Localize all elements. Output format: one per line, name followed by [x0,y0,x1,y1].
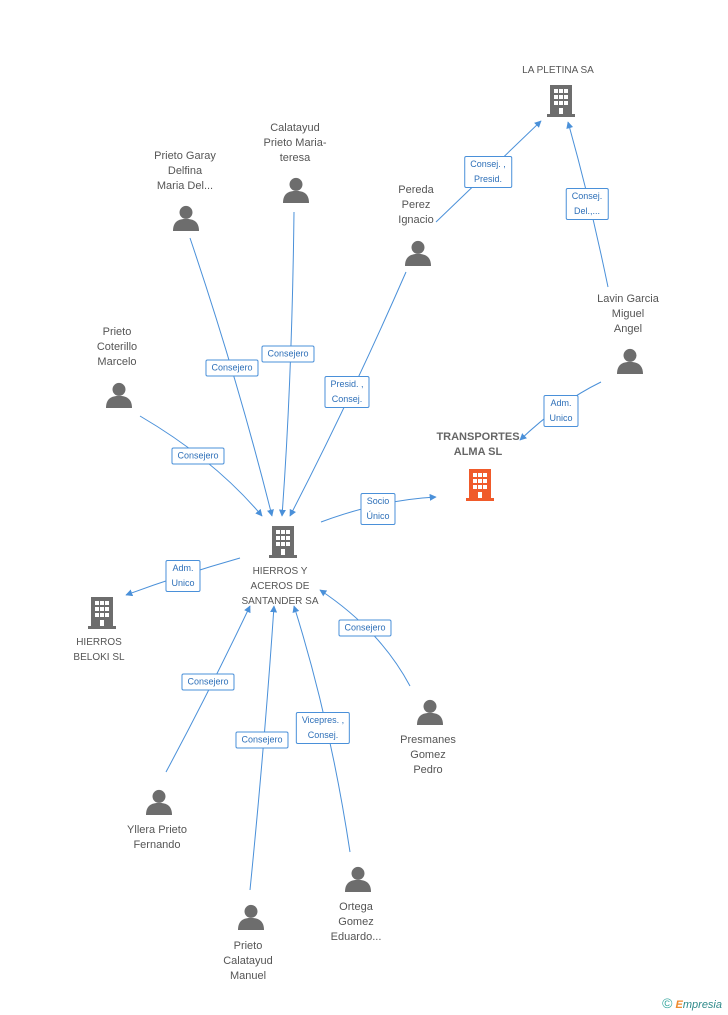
node-label-pereda_perez[interactable]: Pereda Perez Ignacio [398,184,434,226]
edge-label-prieto_garay-to-hierros_aceros[interactable]: Consejero [205,359,259,377]
edge-label-calatayud_prieto-to-hierros_aceros[interactable]: Consejero [261,345,315,363]
node-label-calatayud_prieto[interactable]: Calatayud Prieto Maria- teresa [263,122,327,164]
edge-label-hierros_aceros-to-hierros_beloki[interactable]: Adm. Unico [165,560,201,592]
node-label-prieto_garay[interactable]: Prieto Garay Delfina Maria Del... [154,150,216,192]
presmanes-person-icon[interactable] [417,699,443,725]
node-label-la_pletina[interactable]: LA PLETINA SA [522,65,594,76]
edge-calatayud_prieto-to-hierros_aceros [278,211,295,517]
brand-initial: E [675,999,683,1011]
lavin_garcia-person-icon[interactable] [617,348,643,374]
edge-prieto_garay-to-hierros_aceros [189,237,274,517]
edge-label-prieto_coterillo-to-hierros_aceros[interactable]: Consejero [171,447,225,465]
node-label-ortega[interactable]: Ortega Gomez Eduardo... [330,901,382,943]
edge-label-lavin_garcia-to-la_pletina[interactable]: Consej. Del.,... [565,188,609,220]
copyright-icon: © [662,995,673,1011]
edge-label-prieto_calatayud-to-hierros_aceros[interactable]: Consejero [235,731,289,749]
node-label-prieto_calatayud[interactable]: Prieto Calatayud Manuel [223,940,273,982]
edge-prieto_coterillo-to-hierros_aceros [139,415,263,517]
prieto_calatayud-person-icon[interactable] [238,904,264,930]
edge-label-ortega-to-hierros_aceros[interactable]: Vicepres. , Consej. [295,712,351,744]
prieto_coterillo-person-icon[interactable] [106,382,132,408]
pereda_perez-person-icon[interactable] [405,240,431,266]
brand-name: mpresia [682,999,722,1011]
empresia-logo[interactable]: © Empresia [662,995,722,1011]
node-label-lavin_garcia[interactable]: Lavin Garcia Miguel Angel [597,293,659,335]
node-label-transportes_alma[interactable]: TRANSPORTES ALMA SL [436,431,520,458]
edge-label-presmanes-to-hierros_aceros[interactable]: Consejero [338,619,392,637]
node-label-hierros_aceros[interactable]: HIERROS Y ACEROS DE SANTANDER SA [241,566,319,607]
la_pletina-building-icon[interactable] [547,85,575,117]
hierros_beloki-building-icon[interactable] [88,597,116,629]
edge-label-pereda_perez-to-la_pletina[interactable]: Consej. , Presid. [464,156,512,188]
transportes_alma-building-icon[interactable] [466,469,494,501]
calatayud_prieto-person-icon[interactable] [283,177,309,203]
node-label-yllera[interactable]: Yllera Prieto Fernando [127,824,187,851]
node-label-prieto_coterillo[interactable]: Prieto Coterillo Marcelo [96,326,138,368]
node-label-hierros_beloki[interactable]: HIERROS BELOKI SL [73,637,125,663]
hierros_aceros-building-icon[interactable] [269,526,297,558]
edge-presmanes-to-hierros_aceros [319,589,411,687]
node-label-presmanes[interactable]: Presmanes Gomez Pedro [400,734,456,776]
yllera-person-icon[interactable] [146,789,172,815]
prieto_garay-person-icon[interactable] [173,205,199,231]
edge-label-lavin_garcia-to-transportes_alma[interactable]: Adm. Unico [543,395,579,427]
edge-label-pereda_perez-to-hierros_aceros[interactable]: Presid. , Consej. [324,376,370,408]
edge-label-hierros_aceros-to-transportes_alma[interactable]: Socio Único [360,493,396,525]
ortega-person-icon[interactable] [345,866,371,892]
edge-label-yllera-to-hierros_aceros[interactable]: Consejero [181,673,235,691]
